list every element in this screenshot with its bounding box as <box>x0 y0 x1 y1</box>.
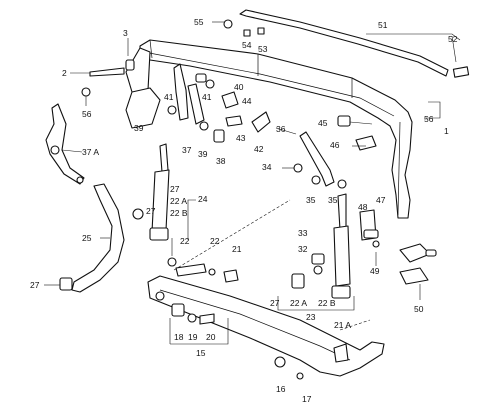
callout-3: 3 <box>123 28 128 38</box>
callout-43: 43 <box>236 133 246 143</box>
callout-48: 48 <box>358 202 368 212</box>
callout-35-left: 35 <box>306 195 316 205</box>
callout-55: 55 <box>194 17 204 27</box>
callout-41-left: 41 <box>164 92 174 102</box>
callout-27-bottom: 27 <box>270 298 280 308</box>
callout-27-left: 27 <box>146 206 156 216</box>
callout-16: 16 <box>276 384 286 394</box>
right-hinge-arm-36 <box>293 115 377 189</box>
callout-33: 33 <box>298 228 308 238</box>
callout-22b-bottom: 22 B <box>318 298 336 308</box>
callout-27-bottom-left: 27 <box>30 280 40 290</box>
callout-22a-bottom: 22 A <box>290 298 307 308</box>
callout-42: 42 <box>254 144 264 154</box>
callout-21a: 21 A <box>334 320 351 330</box>
callout-56-left: 56 <box>82 109 92 119</box>
gas-strut-left <box>132 143 177 267</box>
callout-47: 47 <box>376 195 386 205</box>
callout-22b-strut: 22 B <box>170 208 188 218</box>
callout-22-left: 22 <box>180 236 190 246</box>
callout-21: 21 <box>232 244 242 254</box>
callout-35-right: 35 <box>328 195 338 205</box>
callout-45: 45 <box>318 118 328 128</box>
callout-1: 1 <box>444 126 449 136</box>
callout-27-strut: 27 <box>170 184 180 194</box>
callout-38: 38 <box>216 156 226 166</box>
callout-49: 49 <box>370 266 380 276</box>
callout-15: 15 <box>196 348 206 358</box>
callout-39-right: 39 <box>198 149 208 159</box>
callout-37a: 37 A <box>82 147 99 157</box>
callout-51: 51 <box>378 20 388 30</box>
callout-56-right: 56 <box>424 114 434 124</box>
callout-24: 24 <box>198 194 208 204</box>
callout-44: 44 <box>242 96 252 106</box>
latch-parts <box>359 209 437 285</box>
callout-22-right: 22 <box>210 236 220 246</box>
callout-37: 37 <box>182 145 192 155</box>
callout-40: 40 <box>234 82 244 92</box>
callout-39-left: 39 <box>134 123 144 133</box>
callout-labels: 55 54 53 51 52 3 2 56 40 41 41 44 39 37 … <box>30 17 458 404</box>
callout-36: 36 <box>276 124 286 134</box>
callout-32: 32 <box>298 244 308 254</box>
callout-19: 19 <box>188 332 198 342</box>
callout-25: 25 <box>82 233 92 243</box>
callout-46: 46 <box>330 140 340 150</box>
callout-17: 17 <box>302 394 312 404</box>
curved-link-25 <box>59 183 125 293</box>
central-hinge-linkage <box>167 63 271 143</box>
lower-front-rail <box>147 263 385 380</box>
callout-34: 34 <box>262 162 272 172</box>
callout-50: 50 <box>414 304 424 314</box>
leader-lines <box>44 21 461 345</box>
callout-54: 54 <box>242 40 252 50</box>
top-trim-strip <box>223 9 470 78</box>
callout-53: 53 <box>258 44 268 54</box>
callout-2: 2 <box>62 68 67 78</box>
left-pillar-bracket <box>81 47 161 129</box>
hinge-arm-37a <box>45 103 85 185</box>
callout-22a-strut: 22 A <box>170 196 187 206</box>
callout-41-right: 41 <box>202 92 212 102</box>
gas-strut-right <box>291 193 351 299</box>
callout-18: 18 <box>174 332 184 342</box>
callout-20: 20 <box>206 332 216 342</box>
top-frame-cover <box>139 39 413 219</box>
callout-52: 52 <box>448 34 458 44</box>
callout-23: 23 <box>306 312 316 322</box>
